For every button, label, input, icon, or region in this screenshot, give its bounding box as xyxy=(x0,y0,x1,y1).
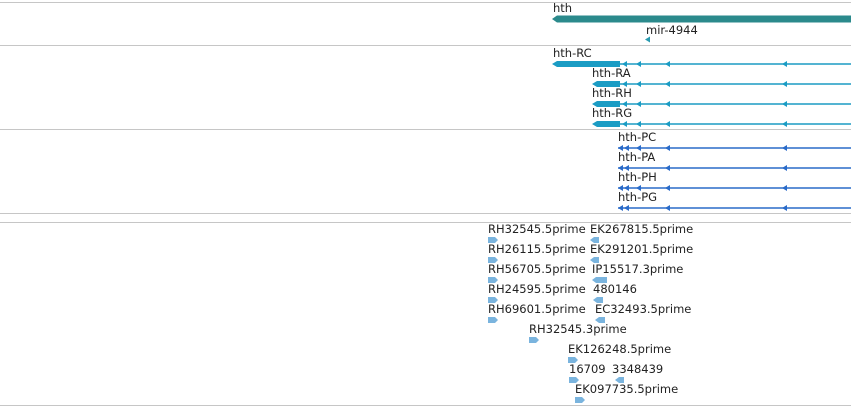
est-EK097735-5prime-glyph[interactable] xyxy=(575,397,585,403)
transcript-label: hth-RG xyxy=(592,106,633,120)
protein-label: hth-PA xyxy=(618,150,656,164)
transcript-hth-RC-glyph[interactable] xyxy=(552,61,851,67)
gene-track xyxy=(552,15,851,43)
track-separator xyxy=(0,222,851,223)
transcript-label: hth-RA xyxy=(592,66,631,80)
est-RH69601-5prime-glyph[interactable] xyxy=(488,317,498,323)
est-RH24595-5prime-glyph[interactable] xyxy=(488,297,498,303)
est-label: EC32493.5prime xyxy=(595,302,692,316)
est-label: RH26115.5prime xyxy=(488,242,586,256)
est-label: RH56705.5prime xyxy=(488,262,586,276)
transcript-hth-RH-glyph[interactable] xyxy=(592,101,851,107)
track-separator xyxy=(0,45,851,46)
est-RH32545-3prime-glyph[interactable] xyxy=(529,337,539,343)
protein-hth-PG-glyph[interactable] xyxy=(618,205,851,211)
transcript-hth-RA-glyph[interactable] xyxy=(592,81,851,87)
est-RH32545-5prime-glyph[interactable] xyxy=(488,237,498,243)
est-label: RH69601.5prime xyxy=(488,302,586,316)
est-EK291201-5prime-glyph[interactable] xyxy=(590,257,599,263)
est-label: EK291201.5prime xyxy=(590,242,694,256)
protein-label: hth-PH xyxy=(618,170,657,184)
transcript-label: hth-RH xyxy=(592,86,632,100)
ncrna-label-mir-4944: mir-4944 xyxy=(646,23,698,37)
est-RH26115-5prime-glyph[interactable] xyxy=(488,257,498,263)
gene-label-hth: hth xyxy=(553,1,573,15)
track-separator xyxy=(0,129,851,130)
est-label: 3348439 xyxy=(612,362,664,376)
est-label: EK097735.5prime xyxy=(575,382,679,396)
est-label: RH32545.3prime xyxy=(529,322,627,336)
est-RH56705-5prime-glyph[interactable] xyxy=(488,277,498,283)
protein-hth-PC-glyph[interactable] xyxy=(618,145,851,151)
est-EK126248-5prime-glyph[interactable] xyxy=(568,357,578,363)
transcripts-track xyxy=(552,61,851,127)
est-label: EK267815.5prime xyxy=(590,222,694,236)
est-label: 480146 xyxy=(593,282,637,296)
est-label: EK126248.5prime xyxy=(568,342,672,356)
est-16709-glyph[interactable] xyxy=(569,377,579,383)
protein-hth-PH-glyph[interactable] xyxy=(618,185,851,191)
est-label: RH24595.5prime xyxy=(488,282,586,296)
protein-label: hth-PC xyxy=(618,130,657,144)
track-separator xyxy=(0,213,851,214)
est-IP15517-3prime-glyph[interactable] xyxy=(592,277,607,283)
ncrna-mir-4944-glyph[interactable] xyxy=(645,36,650,43)
proteins-track xyxy=(618,145,851,211)
protein-hth-PA-glyph[interactable] xyxy=(618,165,851,171)
est-EC32493-5prime-glyph[interactable] xyxy=(595,317,605,323)
est-480146-glyph[interactable] xyxy=(593,297,603,303)
transcript-hth-RG-glyph[interactable] xyxy=(592,121,851,127)
gene-hth-glyph[interactable] xyxy=(552,15,851,23)
est-track xyxy=(488,237,624,403)
est-EK267815-5prime-glyph[interactable] xyxy=(590,237,599,243)
est-label: 16709 xyxy=(569,362,606,376)
transcript-label: hth-RC xyxy=(553,46,592,60)
track-separator xyxy=(0,2,851,3)
est-label: RH32545.5prime xyxy=(488,222,586,236)
est-label: IP15517.3prime xyxy=(592,262,684,276)
protein-label: hth-PG xyxy=(618,190,658,204)
est-3348439-glyph[interactable] xyxy=(615,377,624,383)
